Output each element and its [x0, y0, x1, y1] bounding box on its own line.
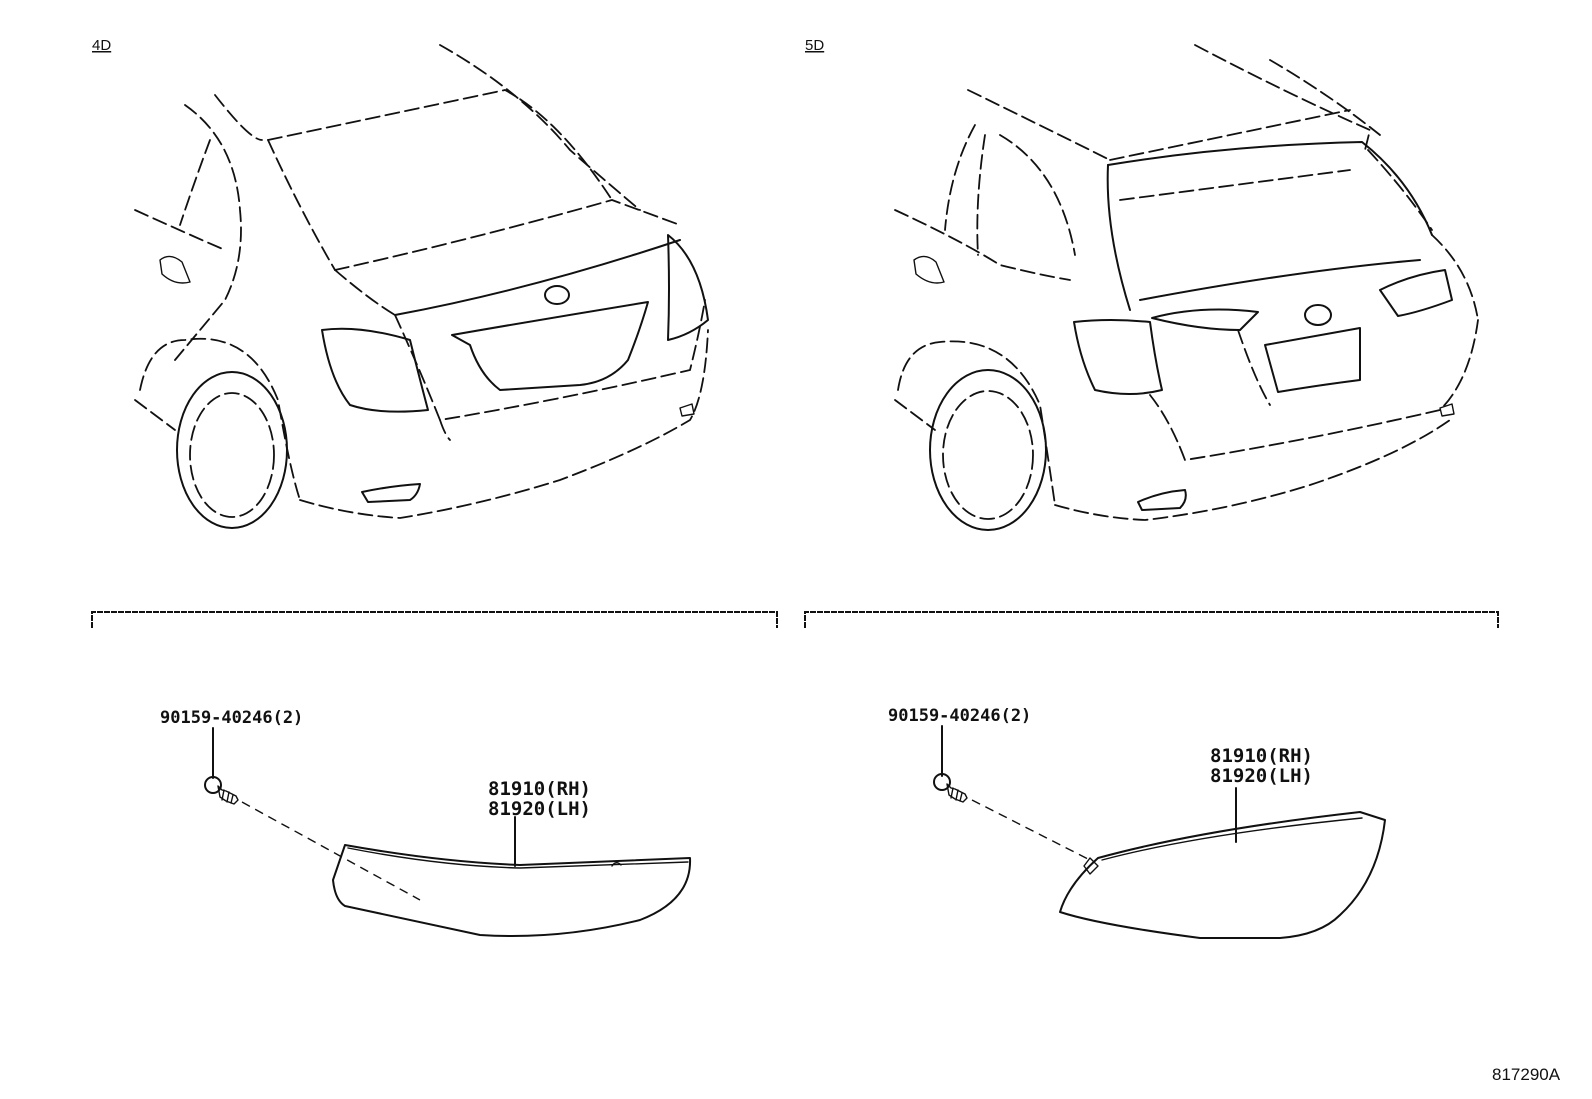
wagon-section-bracket [804, 611, 1499, 628]
wagon-reflector-lh-number: 81920(LH) [1210, 765, 1313, 787]
diagram-code: 817290A [1492, 1065, 1561, 1084]
sedan-reflector-lh-number: 81920(LH) [488, 798, 591, 820]
variant-label-4d: 4D [92, 37, 111, 54]
wagon-bolt: 90159-40246(2) [888, 706, 1091, 861]
sedan-reflector-rh-number: 81910(RH) [488, 778, 591, 800]
sedan-section: 4D [91, 37, 778, 937]
sedan-bolt: 90159-40246(2) [160, 708, 421, 901]
sedan-reflector: 81910(RH) 81920(LH) [332, 778, 692, 937]
wagon-reflector: 81910(RH) 81920(LH) [1059, 745, 1386, 939]
sedan-section-bracket [91, 611, 778, 628]
variant-label-5d: 5D [805, 37, 824, 54]
sedan-bolt-part-number: 90159-40246(2) [160, 708, 303, 728]
wagon-reflector-rh-number: 81910(RH) [1210, 745, 1313, 767]
wagon-rear-illustration [894, 44, 1479, 531]
sedan-rear-illustration [134, 44, 709, 529]
wagon-section: 5D [804, 37, 1499, 939]
wagon-bolt-part-number: 90159-40246(2) [888, 706, 1031, 726]
